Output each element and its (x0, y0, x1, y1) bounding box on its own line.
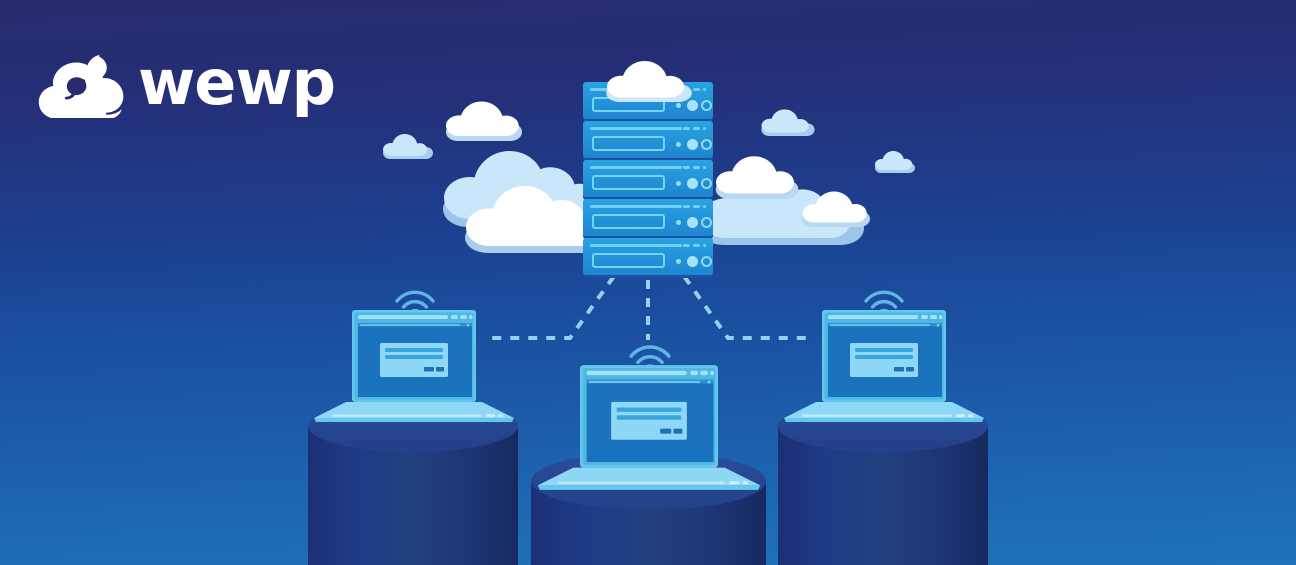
power-led-icon (687, 178, 698, 189)
elephant-cloud-mark (38, 55, 124, 118)
drive-slot-icon (592, 214, 665, 229)
status-dot-icon (676, 142, 681, 147)
power-led-icon (687, 217, 698, 228)
status-dot-icon (676, 103, 681, 108)
server-unit-3[interactable] (583, 160, 713, 197)
cloud-left-small (378, 128, 434, 160)
cloud-far-right-small (870, 146, 918, 174)
status-dot-icon (676, 220, 681, 225)
server-unit-4[interactable] (583, 199, 713, 236)
laptop-left[interactable] (308, 310, 520, 422)
pedestal-right (778, 400, 988, 565)
logo-wordmark: wewp (138, 46, 336, 119)
power-led-icon (687, 256, 698, 267)
activity-ring-icon (701, 178, 712, 189)
laptop-center[interactable] (531, 365, 767, 490)
status-dot-icon (676, 181, 681, 186)
cloud-right-front (710, 150, 802, 200)
brand-logo[interactable]: wewp (38, 46, 336, 119)
server-rack[interactable] (583, 82, 713, 277)
activity-ring-icon (701, 256, 712, 267)
cloud-left-mid (440, 96, 526, 142)
status-dashes-icon (683, 166, 706, 169)
status-dashes-icon (683, 127, 706, 130)
laptop-right[interactable] (778, 310, 990, 422)
power-led-icon (687, 100, 698, 111)
activity-ring-icon (701, 100, 712, 111)
status-dashes-icon (683, 244, 706, 247)
power-led-icon (687, 139, 698, 150)
cloud-right-small-top (756, 103, 816, 137)
cloud-right-front-low (797, 186, 873, 228)
server-unit-5[interactable] (583, 238, 713, 275)
status-dot-icon (676, 259, 681, 264)
drive-slot-icon (592, 253, 665, 268)
cloud-top-server (600, 57, 698, 103)
activity-ring-icon (701, 139, 712, 150)
pedestal-left (308, 400, 518, 565)
status-dashes-icon (683, 205, 706, 208)
server-unit-2[interactable] (583, 121, 713, 158)
activity-ring-icon (701, 217, 712, 228)
drive-slot-icon (592, 175, 665, 190)
drive-slot-icon (592, 136, 665, 151)
